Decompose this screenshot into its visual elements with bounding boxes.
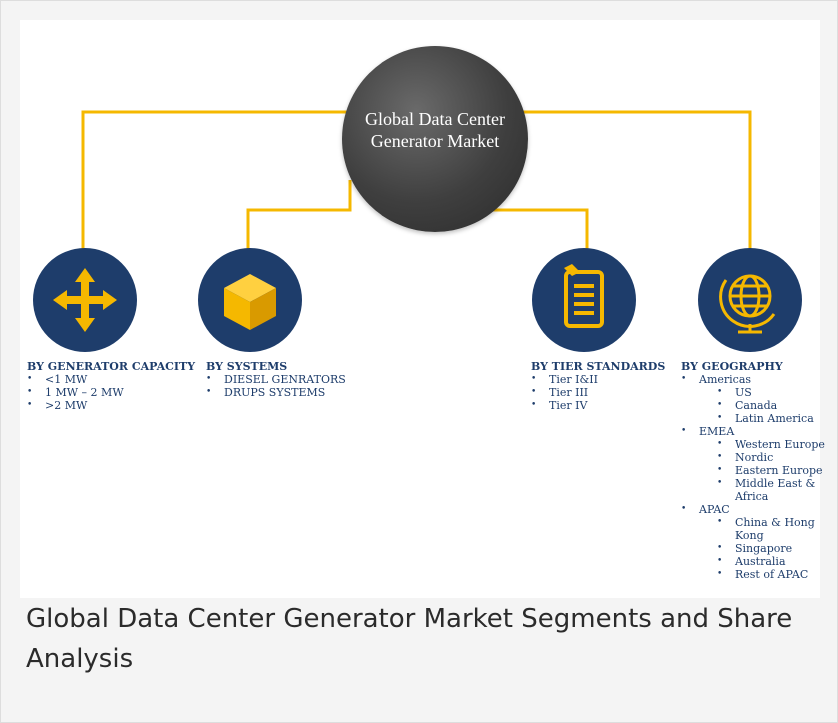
list-item: Western Europe — [681, 438, 825, 451]
hub-title-line2: Generator Market — [370, 131, 500, 151]
list-item: <1 MW — [27, 373, 195, 386]
connector-systems — [246, 180, 352, 258]
list-item: US — [681, 386, 825, 399]
list-item: Americas — [681, 373, 825, 386]
market-hub-circle: Global Data Center Generator Market — [342, 46, 528, 232]
segment-capacity-title: BY GENERATOR CAPACITY — [27, 360, 196, 373]
systems-node — [198, 248, 302, 352]
list-item: Rest of APAC — [681, 568, 825, 581]
arrows-expand-icon — [53, 268, 117, 332]
list-item: 1 MW – 2 MW — [27, 386, 195, 399]
connector-capacity — [81, 110, 350, 258]
diagram-canvas: Global Data Center Generator Market — [20, 20, 825, 598]
hub-title-line1: Global Data Center — [365, 109, 505, 129]
list-item: EMEA — [681, 425, 825, 438]
segment-geography-title: BY GEOGRAPHY — [681, 360, 783, 373]
globe-icon — [719, 274, 776, 334]
capacity-node — [33, 248, 137, 352]
list-item: Africa — [735, 490, 769, 503]
list-item: Tier IV — [531, 399, 665, 412]
cube-icon — [224, 274, 276, 330]
segment-geography-list: AmericasUSCanadaLatin AmericaEMEAWestern… — [681, 373, 825, 581]
tier-node — [532, 248, 636, 352]
segment-systems: BY SYSTEMS DIESEL GENRATORS DRUPS SYSTEM… — [206, 360, 346, 399]
list-item: Kong — [735, 529, 764, 542]
connector-geography — [520, 110, 752, 258]
list-item: Middle East & — [681, 477, 825, 490]
segment-tier: BY TIER STANDARDS Tier I&II Tier III Tie… — [531, 360, 665, 412]
figure-caption: Global Data Center Generator Market Segm… — [26, 604, 793, 674]
segment-geography: BY GEOGRAPHY AmericasUSCanadaLatin Ameri… — [681, 360, 825, 581]
list-item: Latin America — [681, 412, 825, 425]
list-item: APAC — [681, 503, 825, 516]
list-item: China & Hong — [681, 516, 825, 529]
list-item: Australia — [681, 555, 825, 568]
hub-title: Global Data Center Generator Market — [352, 108, 518, 152]
segment-tier-list: Tier I&II Tier III Tier IV — [531, 373, 665, 412]
segment-capacity-list: <1 MW 1 MW – 2 MW >2 MW — [27, 373, 195, 412]
segment-systems-title: BY SYSTEMS — [206, 360, 288, 373]
list-item: Tier I&II — [531, 373, 665, 386]
segment-systems-list: DIESEL GENRATORS DRUPS SYSTEMS — [206, 373, 346, 399]
list-item: Canada — [681, 399, 825, 412]
list-item: Eastern Europe — [681, 464, 825, 477]
document-icon — [564, 264, 604, 328]
segment-capacity: BY GENERATOR CAPACITY <1 MW 1 MW – 2 MW … — [27, 360, 195, 412]
list-item: DIESEL GENRATORS — [206, 373, 346, 386]
geography-node — [698, 248, 802, 352]
list-item: >2 MW — [27, 399, 195, 412]
list-item: DRUPS SYSTEMS — [206, 386, 346, 399]
list-item: Singapore — [681, 542, 825, 555]
list-item: Tier III — [531, 386, 665, 399]
segment-tier-title: BY TIER STANDARDS — [531, 360, 666, 373]
list-item: Nordic — [681, 451, 825, 464]
